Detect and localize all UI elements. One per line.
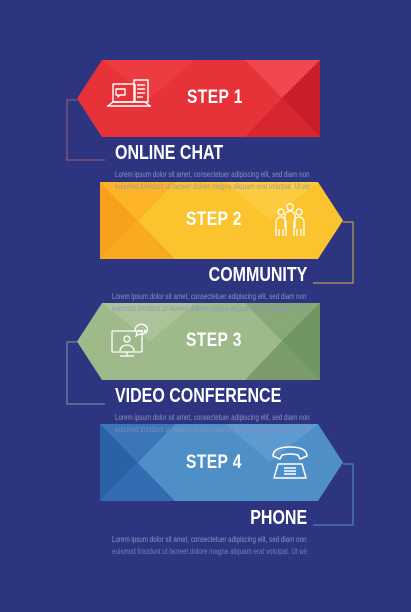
step-4-description-line-2: euismod tincidunt ut laoreet dolore magn…: [112, 547, 307, 556]
step-4-title: PHONE: [250, 507, 307, 529]
connector-step-3: [66, 341, 105, 405]
telephone-icon: [272, 446, 308, 479]
step-3-description: Lorem ipsum dolor sit amet, consectetuer…: [115, 412, 310, 436]
connector-step-4: [313, 463, 354, 526]
step-2-description-line-1: Lorem ipsum dolor sit amet, consectetuer…: [112, 292, 307, 301]
step-4-label: STEP 4: [186, 452, 242, 473]
step-4-description-line-1: Lorem ipsum dolor sit amet, consectetuer…: [112, 535, 307, 544]
step-1-description-line-2: euismod tincidunt ut laoreet dolore magn…: [115, 182, 310, 191]
connector-step-1: [66, 99, 105, 161]
step-2-description-line-2: euismod tincidunt ut laoreet dolore magn…: [112, 304, 307, 313]
step-4-arrow: [100, 424, 343, 501]
step-1-label: STEP 1: [187, 87, 243, 108]
laptop-chat-icon: [107, 79, 151, 107]
step-1-description-line-1: Lorem ipsum dolor sit amet, consectetuer…: [115, 170, 310, 179]
step-1-description: Lorem ipsum dolor sit amet, consectetuer…: [115, 169, 310, 193]
connector-step-2: [313, 221, 354, 284]
step-3-description-line-2: euismod tincidunt ut laoreet dolore magn…: [115, 425, 310, 434]
step-2-label: STEP 2: [186, 209, 242, 230]
step-3-description-line-1: Lorem ipsum dolor sit amet, consectetuer…: [115, 413, 310, 422]
step-2-title: COMMUNITY: [208, 264, 307, 286]
monitor-video-call-icon: [111, 323, 149, 357]
step-1-arrow: [77, 60, 320, 137]
step-2-arrow: [100, 182, 343, 259]
step-3-arrow: [77, 303, 320, 380]
step-3-label: STEP 3: [186, 330, 242, 351]
step-1-title: ONLINE CHAT: [115, 142, 224, 164]
step-4-description: Lorem ipsum dolor sit amet, consectetuer…: [112, 534, 307, 558]
step-3-title: VIDEO CONFERENCE: [115, 385, 282, 407]
people-group-icon: [275, 203, 305, 236]
step-2-description: Lorem ipsum dolor sit amet, consectetuer…: [112, 291, 307, 315]
